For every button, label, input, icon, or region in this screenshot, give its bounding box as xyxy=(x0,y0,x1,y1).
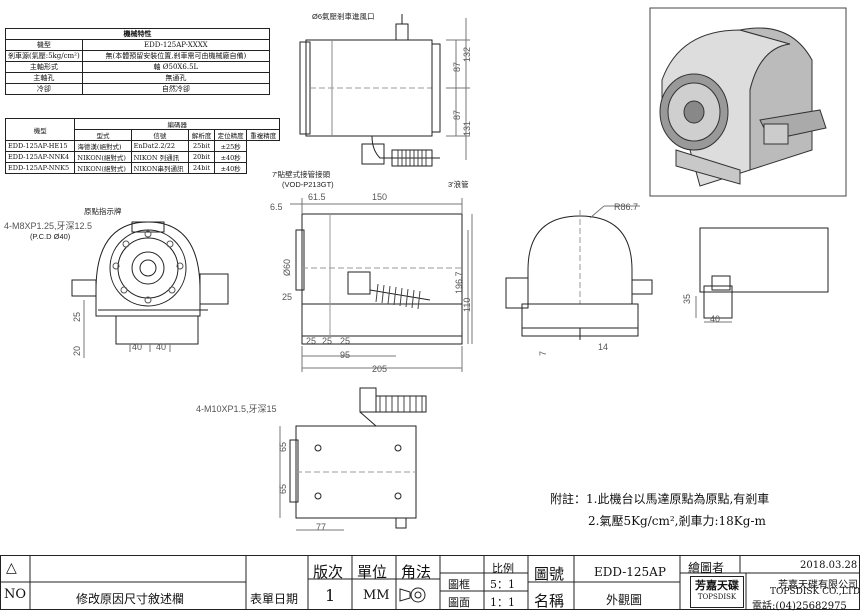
enc-cell: EDD-125AP-NNK5 xyxy=(4,162,76,174)
dim-label: 20 xyxy=(72,346,82,356)
tb-drawer-label: 繪圖者 xyxy=(688,561,725,575)
tb-method-label: 角法 xyxy=(401,563,432,581)
tb-unit-label: 單位 xyxy=(357,563,388,581)
tb-face-label: 圖面 xyxy=(448,596,470,609)
dim-label: 205 xyxy=(372,364,387,374)
hose-label: 3'浪管 xyxy=(448,179,469,189)
dim-label: 25 xyxy=(282,292,292,302)
dim-label: 25 xyxy=(72,312,82,322)
tb-date-label: 表單日期 xyxy=(250,592,299,606)
cable-connector-sub-label: (VOD-P213GT) xyxy=(282,180,334,189)
side-view xyxy=(290,198,473,372)
top-view xyxy=(299,14,470,167)
dim-label: 77 xyxy=(316,522,326,532)
dim-label: 25 xyxy=(340,336,350,346)
tb-drawing-no-label: 圖號 xyxy=(534,565,565,583)
dim-label: 131 xyxy=(462,121,472,136)
enc-cell: ±40秒 xyxy=(213,162,248,174)
dim-label: 95 xyxy=(340,350,350,360)
pcd-label: (P.C.D Ø40) xyxy=(30,232,71,241)
table-row: EDD-125AP-NNK5 NIKON(絕對式) NIKON串列通訊 24bi… xyxy=(4,162,280,174)
tb-qty: 1 xyxy=(325,586,336,605)
tb-qty-label: 版次 xyxy=(313,563,344,581)
enc-cell: NIKON(絕對式) xyxy=(74,162,132,174)
enc-cell: ±25秒 xyxy=(213,140,248,152)
logo-text: 芳嘉天碟 xyxy=(695,579,739,592)
company-phone: 電話:(04)25682975 xyxy=(752,601,847,612)
tb-name-label: 名稱 xyxy=(534,592,565,610)
dim-label: 87 xyxy=(452,62,462,72)
dim-label: Ø60 xyxy=(282,259,292,276)
enc-cell: NIKON串列通訊 xyxy=(130,162,190,174)
enc-sub-header: 重複精度 xyxy=(246,129,280,141)
small-side-view xyxy=(695,227,829,323)
tb-scale-frame: 5：1 xyxy=(490,578,515,591)
front-view xyxy=(71,221,229,358)
rev-triangle-icon: △ xyxy=(6,560,17,576)
dim-label: 25 xyxy=(306,336,316,346)
dim-label: 65 xyxy=(278,484,288,494)
logo-sub: TOPSDISK xyxy=(697,593,737,601)
dim-label: 150 xyxy=(372,192,387,202)
dim-label: 40 xyxy=(710,314,720,324)
company-logo: 芳嘉天碟 TOPSDISK xyxy=(690,576,744,608)
dim-label: 40 xyxy=(156,342,166,352)
iso-view xyxy=(659,27,827,187)
dim-label: 6.5 xyxy=(270,202,283,212)
enc-cell: EDD-125AP-NNK4 xyxy=(4,151,76,163)
dim-label: 196.7 xyxy=(454,271,464,294)
tap-bottom-label: 4-M10XP1.5,牙深15 xyxy=(196,404,277,414)
dim-label: 132 xyxy=(462,47,472,62)
air-port-label: Ø6氣壓剎車進風口 xyxy=(312,11,375,21)
mech-row-value: 自然冷卻 xyxy=(81,83,271,95)
tb-rev-desc: 修改原因尺寸敘述欄 xyxy=(76,592,185,606)
table-row: EDD-125AP-HE15 海德漢(絕對式) EnDat2.2/22 25bi… xyxy=(4,140,280,152)
rear-view xyxy=(505,205,653,340)
iso-view-frame xyxy=(649,7,847,197)
radius-label: R86.7 xyxy=(614,202,638,212)
note-line-2: 2.氣壓5Kg/cm²,剎車力:18Kg-m xyxy=(588,514,766,528)
dim-label: 61.5 xyxy=(308,192,326,202)
tb-date: 2018.03.28 xyxy=(800,560,858,571)
tb-frame-label: 圖框 xyxy=(448,578,470,591)
origin-plate-label: 原點指示牌 xyxy=(84,206,122,216)
dim-label: 25 xyxy=(322,336,332,346)
company-name-cn: 芳嘉天碟有限公司 xyxy=(778,580,858,591)
dim-label: 14 xyxy=(598,342,608,352)
dim-label: 35 xyxy=(682,294,692,304)
company-name-en: TOPSDISK CO.,LTD. xyxy=(770,587,860,597)
encoder-table: 機型 編碼器 型式 信號 解析度 定位精度 重複精度 EDD-125AP-HE1… xyxy=(4,118,280,174)
tb-scale-face: 1：1 xyxy=(490,596,515,609)
dim-label: 65 xyxy=(278,442,288,452)
tb-drawing-no: EDD-125AP xyxy=(594,565,666,579)
dim-label: 7 xyxy=(538,351,548,356)
bottom-view xyxy=(279,387,427,531)
dim-label: 87 xyxy=(452,110,462,120)
tb-scale-label: 比例 xyxy=(492,562,514,575)
tap-top-label: 4-M8XP1.25,牙深12.5 xyxy=(4,221,92,231)
enc-cell: 24bit xyxy=(188,162,215,174)
dim-label: 40 xyxy=(132,342,142,352)
tb-no: NO xyxy=(4,587,27,602)
tb-unit: MM xyxy=(363,588,390,603)
drawing-canvas: Ø6氣壓剎車進風口 7'貼壁式接管接頭 (VOD-P213GT) 3'浪管 4-… xyxy=(4,7,847,532)
note-line-1: 附註：1.此機台以馬達原點為原點,有剎車 xyxy=(550,492,770,506)
cable-connector-label: 7'貼壁式接管接頭 xyxy=(272,169,331,179)
tb-name: 外觀圖 xyxy=(606,593,643,607)
dim-label: 110 xyxy=(462,298,472,312)
